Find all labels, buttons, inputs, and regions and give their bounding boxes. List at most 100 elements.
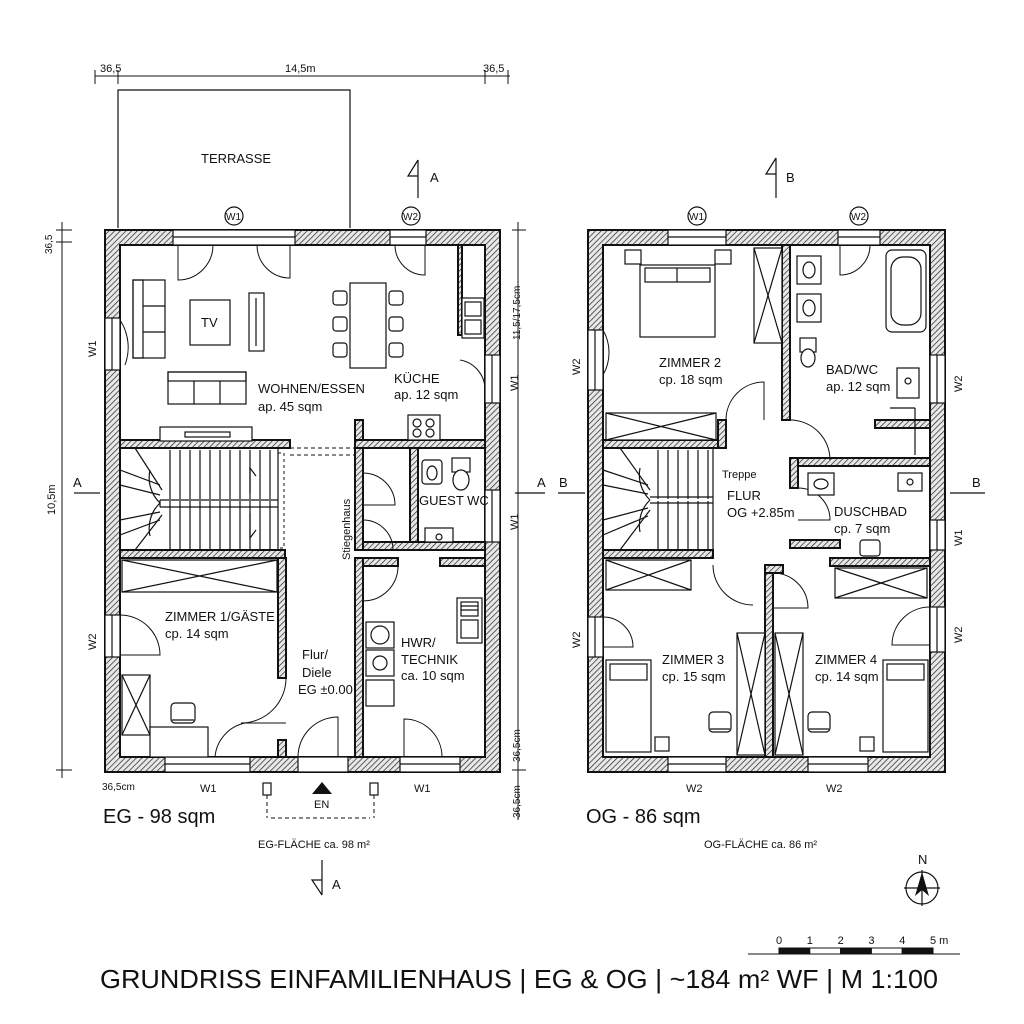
eg-hwr: HWR/ TECHNIK ca. 10 sqm (365, 597, 483, 707)
eg-flur-line3: EG ±0.00 (298, 682, 353, 697)
og-bad-area: ap. 12 sqm (826, 379, 890, 394)
eg-marker-w2-left: W2 (87, 634, 99, 651)
eg-doors (119, 244, 486, 758)
og-zimmer2-name: ZIMMER 2 (659, 355, 721, 370)
og-dusch-area: cp. 7 sqm (834, 521, 890, 536)
scale-bar-segment (809, 947, 842, 955)
eg-section-a-left: A (73, 475, 82, 490)
eg-window-markers: W1 W2 W1 W2 W1 W1 W1 W1 36,5cm (87, 206, 521, 795)
scale-bar-tick-label: 5 m (930, 935, 948, 947)
og-heading: OG - 86 sqm (586, 806, 700, 828)
eg-hwr-line2: TECHNIK (401, 652, 458, 667)
eg-dimension-left: 36,5 10,5m (44, 222, 72, 778)
og-flur-line1: FLUR (727, 488, 761, 503)
og-area-note: OG-FLÄCHE ca. 86 m² (704, 839, 817, 851)
og-marker-w2-left2: W2 (571, 632, 583, 649)
og-doors (602, 244, 931, 648)
og-marker-w2-right: W2 (953, 376, 965, 393)
scale-bar-tick-label: 0 (776, 935, 782, 947)
eg-dim-top-right: 36,5 (483, 63, 504, 75)
eg-dim-top-left: 36,5 (100, 63, 121, 75)
og-marker-w2-bottom: W2 (686, 783, 703, 795)
og-window-markers: W1 W2 W2 W2 W2 W1 W2 W2 W2 (571, 206, 965, 795)
scale-bar-segment (840, 947, 872, 955)
eg-entrance: EN (262, 782, 379, 819)
eg-marker-w1-top: W1 (226, 212, 241, 223)
eg-wohnen-name: WOHNEN/ESSEN (258, 381, 365, 396)
og-zimmer3-name: ZIMMER 3 (662, 652, 724, 667)
og-staircase: Treppe (602, 447, 756, 551)
scale-bar-segment (870, 947, 903, 955)
eg-flur-line1: Flur/ (302, 647, 328, 662)
eg-tv-label: TV (201, 315, 218, 330)
og-bad-name: BAD/WC (826, 362, 878, 377)
eg-guest-wc: GUEST WC (419, 457, 489, 543)
eg-dim-left-mid: 10,5m (46, 484, 58, 515)
eg-zimmer1-area: cp. 14 sqm (165, 626, 229, 641)
og-marker-w2-bottom2: W2 (826, 783, 843, 795)
eg-outer-walls (104, 229, 501, 773)
scale-bar-tick-label: 1 (807, 935, 813, 947)
eg-room-labels: WOHNEN/ESSEN ap. 45 sqm KÜCHE ap. 12 sqm (258, 371, 458, 414)
eg-marker-w1-right2: W1 (509, 514, 521, 531)
og-zimmer2-area: cp. 18 sqm (659, 372, 723, 387)
entrance-arrow-icon (312, 782, 332, 794)
eg-zimmer1: ZIMMER 1/GÄSTE cp. 14 sqm (121, 559, 278, 758)
eg-section-a-bottom: A (332, 877, 341, 892)
og-marker-w2-top: W2 (851, 212, 866, 223)
eg-living-furniture: TV (132, 279, 265, 442)
north-arrow-icon: N (904, 852, 940, 906)
eg-stair-label: Stiegenhaus (341, 498, 353, 560)
eg-kueche-area: ap. 12 sqm (394, 387, 458, 402)
eg-section-a-right: A (537, 475, 546, 490)
eg-windows (104, 229, 501, 773)
scale-bar-tick-label: 4 (899, 935, 905, 947)
drawing-title: GRUNDRISS EINFAMILIENHAUS | EG & OG | ~1… (100, 964, 938, 994)
eg-terrace: TERRASSE (117, 89, 351, 228)
og-dusch-name: DUSCHBAD (834, 504, 907, 519)
eg-dimension-right: 11,5/17,5cm 36,5cm 36,5cm (512, 222, 526, 820)
og-duschbad: DUSCHBAD cp. 7 sqm (807, 472, 923, 557)
og-zimmer3-area: cp. 15 sqm (662, 669, 726, 684)
og-flur: FLUR OG +2.85m (727, 488, 795, 520)
eg-dim-right-bottom: 36,5cm (512, 729, 523, 762)
eg-entrance-label: EN (314, 799, 329, 811)
eg-tv-box (189, 299, 231, 346)
eg-dim-top-mid: 14,5m (285, 63, 316, 75)
eg-dimension-top: 36,5 14,5m 36,5 (94, 63, 510, 84)
eg-section-a-top: A (430, 170, 439, 185)
og-treppe-label: Treppe (722, 469, 756, 481)
eg-marker-w1-left: W1 (87, 341, 99, 358)
eg-marker-w1-right: W1 (509, 375, 521, 392)
eg-kueche-name: KÜCHE (394, 371, 440, 386)
og-zimmer4-name: ZIMMER 4 (815, 652, 877, 667)
eg-dim-right-bottom2: 36,5cm (512, 785, 523, 818)
eg-heading: EG - 98 sqm (103, 806, 215, 828)
eg-area-note: EG-FLÄCHE ca. 98 m² (258, 839, 370, 851)
og-zimmer3: ZIMMER 3 cp. 15 sqm (605, 559, 766, 756)
eg-flur-line2: Diele (302, 665, 332, 680)
eg-marker-w2-top: W2 (403, 212, 418, 223)
og-section-b-left: B (559, 475, 568, 490)
eg-dining-table (332, 282, 404, 369)
north-label: N (918, 852, 927, 867)
eg-marker-w1-bottom2: W1 (414, 783, 431, 795)
og-flur-line2: OG +2.85m (727, 505, 795, 520)
eg-guestwc-name: GUEST WC (419, 493, 489, 508)
eg-staircase: Stiegenhaus (119, 447, 355, 560)
eg-dim-right-top: 11,5/17,5cm (512, 286, 523, 340)
eg-section-markers: A A A A (73, 159, 546, 896)
scale-bar-tick-label: 2 (838, 935, 844, 947)
og-outer-walls (587, 229, 946, 773)
og-section-b-right: B (972, 475, 981, 490)
eg-zimmer1-name: ZIMMER 1/GÄSTE (165, 609, 275, 624)
scale-bar-segment (901, 947, 934, 955)
eg-kitchen-fixtures (407, 297, 485, 441)
eg-hwr-line1: HWR/ (401, 635, 436, 650)
og-marker-w1-top: W1 (689, 212, 704, 223)
og-windows (587, 229, 946, 773)
og-zimmer2: ZIMMER 2 cp. 18 sqm (605, 247, 783, 441)
eg-terrace-label: TERRASSE (201, 151, 271, 166)
